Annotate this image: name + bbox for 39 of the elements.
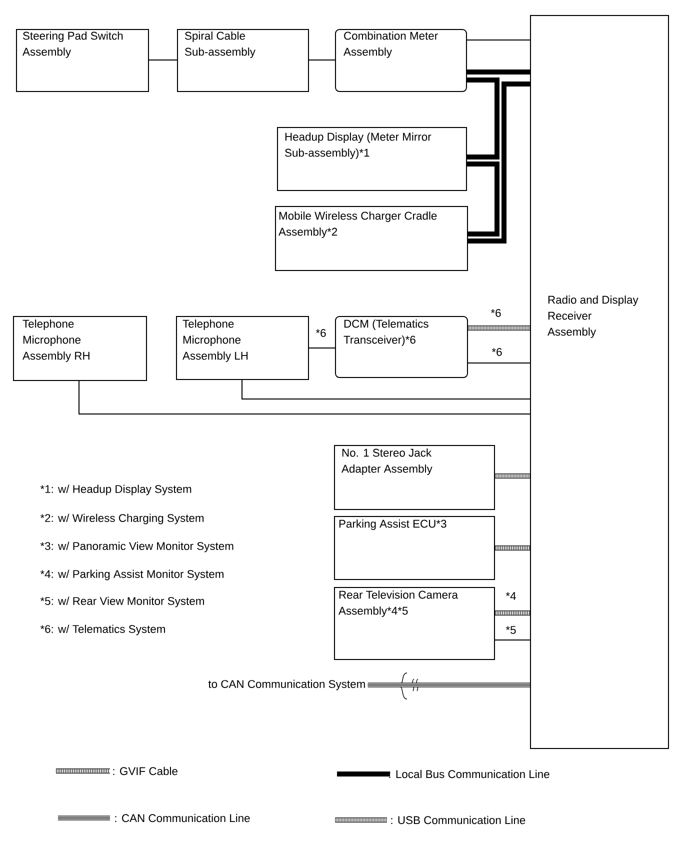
footnote: *3: w/ Panoramic View Monitor System — [40, 542, 234, 552]
connection-line — [78, 380, 530, 414]
component-box: Steering Pad Switch Assembly — [16, 29, 149, 92]
component-box: No. 1 Stereo Jack Adapter Assembly — [334, 445, 495, 510]
bus-line — [467, 162, 500, 236]
bus-line — [467, 78, 500, 160]
gvif-cable — [494, 546, 530, 550]
component-box: Telephone Microphone Assembly LH — [176, 316, 309, 380]
legend-text: : CAN Communication Line — [115, 814, 250, 822]
gvif-cable — [494, 610, 530, 616]
can-line — [367, 682, 530, 688]
component-box: Combination Meter Assembly — [335, 29, 467, 92]
legend-text: : USB Communication Line — [391, 816, 526, 824]
component-box: DCM (Telematics Transceiver)*6 — [335, 316, 468, 378]
footnote: *1: w/ Headup Display System — [40, 484, 192, 496]
connection-line — [242, 380, 530, 400]
legend-text: : GVIF Cable — [113, 766, 178, 776]
receiver-box: Radio and Display Receiver Assembly — [530, 15, 669, 749]
component-box: Telephone Microphone Assembly RH — [13, 316, 147, 381]
component-box: Rear Television Camera Assembly*4*5 — [334, 587, 495, 660]
footnote: *6: w/ Telematics System — [40, 624, 165, 636]
bus-line — [467, 70, 530, 74]
usb-line — [468, 326, 530, 330]
connection-text: to CAN Communication System — [208, 680, 365, 690]
component-box: Parking Assist ECU*3 — [334, 516, 495, 580]
edge-label: *6 — [490, 308, 502, 318]
connection-line — [468, 362, 530, 364]
component-box: Mobile Wireless Charger Cradle Assembly*2 — [275, 206, 468, 271]
edge-label: *4 — [504, 591, 518, 601]
edge-label: *5 — [504, 625, 518, 635]
bus-line — [468, 82, 530, 244]
footnote: *4: w/ Parking Assist Monitor System — [40, 570, 224, 580]
usb-line — [494, 474, 530, 478]
footnote: *5: w/ Rear View Monitor System — [40, 596, 204, 608]
edge-label: *6 — [314, 328, 328, 338]
footnote: *2: w/ Wireless Charging System — [40, 514, 204, 524]
component-box: Spiral Cable Sub-assembly — [177, 29, 309, 92]
edge-label: *6 — [490, 347, 504, 357]
component-box: Headup Display (Meter Mirror Sub-assembly)*1 — [277, 127, 467, 191]
